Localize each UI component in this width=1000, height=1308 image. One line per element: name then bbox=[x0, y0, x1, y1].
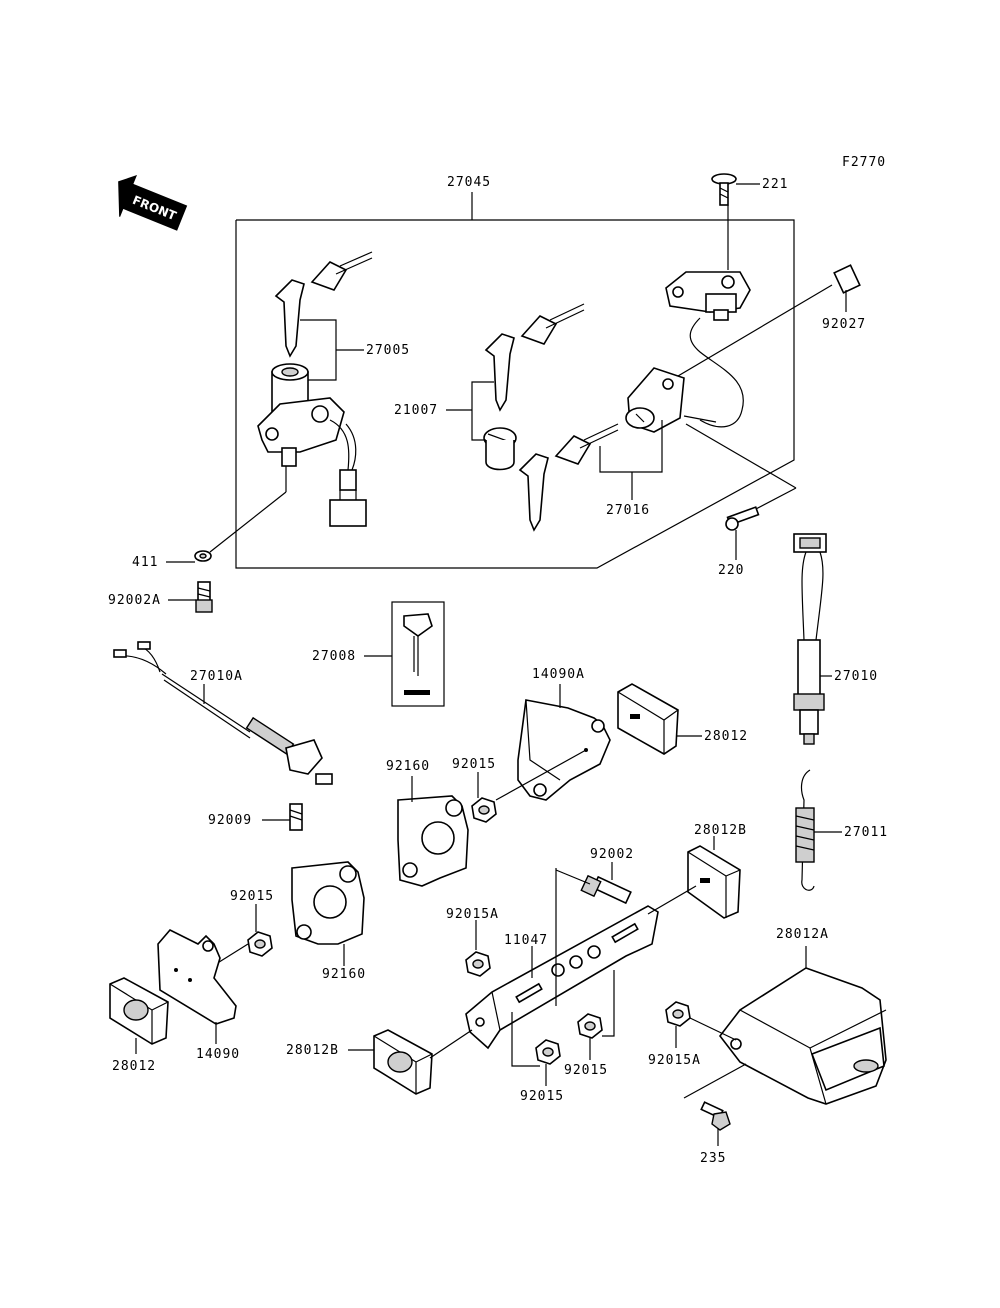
part-220-bolt: 220 bbox=[718, 506, 760, 578]
label-92027: 92027 bbox=[822, 317, 866, 332]
label-92160-upper: 92160 bbox=[386, 759, 430, 774]
part-92160-plate-upper: 92160 bbox=[386, 759, 469, 887]
label-27010A: 27010A bbox=[190, 669, 243, 684]
part-411-washer: 411 bbox=[132, 466, 287, 570]
part-28012B-reflector-lower: 28012B bbox=[286, 1029, 473, 1095]
label-92009: 92009 bbox=[208, 813, 252, 828]
part-235-bolt: 235 bbox=[683, 1063, 747, 1166]
part-92009-screw: 92009 bbox=[208, 803, 303, 831]
label-92002A: 92002A bbox=[108, 593, 161, 608]
part-27016-seat-lock: 27016 bbox=[518, 367, 797, 532]
part-221-screw: 221 bbox=[711, 173, 788, 270]
part-92015A-nut-left: 92015A bbox=[446, 907, 499, 977]
label-28012A: 28012A bbox=[776, 927, 829, 942]
part-92015-nut-upper: 92015 bbox=[452, 757, 497, 823]
part-27010A-switch-cable: 27010A bbox=[113, 641, 333, 785]
label-28012B-upper: 28012B bbox=[694, 823, 747, 838]
seat-lock-bracket bbox=[665, 271, 751, 428]
label-11047: 11047 bbox=[504, 933, 548, 948]
label-411: 411 bbox=[132, 555, 158, 570]
label-220: 220 bbox=[718, 563, 744, 578]
part-27010-switch: 27010 bbox=[793, 533, 878, 745]
part-92002-bolt: 92002 bbox=[555, 847, 634, 905]
part-28012-reflector-top: 28012 bbox=[617, 683, 748, 755]
label-92002: 92002 bbox=[590, 847, 634, 862]
part-92015-nut-bar-lower: 92015 bbox=[511, 1012, 564, 1104]
label-27008: 27008 bbox=[312, 649, 356, 664]
part-14090A-bracket: 14090A bbox=[495, 667, 611, 801]
part-92160-plate-lower: 92160 bbox=[291, 861, 366, 982]
part-92027-collar: 92027 bbox=[633, 264, 866, 403]
part-21007-key-and-cylinder: 21007 bbox=[394, 303, 585, 471]
label-92015-left: 92015 bbox=[230, 889, 274, 904]
part-27011-spring: 27011 bbox=[795, 769, 888, 891]
label-28012-bottom: 28012 bbox=[112, 1059, 156, 1074]
label-92160-lower: 92160 bbox=[322, 967, 366, 982]
label-27011: 27011 bbox=[844, 825, 888, 840]
label-27016: 27016 bbox=[606, 503, 650, 518]
label-21007: 21007 bbox=[394, 403, 438, 418]
label-27045: 27045 bbox=[447, 175, 491, 190]
label-27010: 27010 bbox=[834, 669, 878, 684]
part-92015A-nut-right: 92015A bbox=[648, 1001, 737, 1068]
label-14090A: 14090A bbox=[532, 667, 585, 682]
part-14090-bracket: 14090 bbox=[157, 929, 240, 1062]
label-235: 235 bbox=[700, 1151, 726, 1166]
part-11047-bracket-bar: 11047 bbox=[465, 868, 697, 1050]
part-27008-key-card: 27008 bbox=[312, 601, 445, 707]
part-92015-nut-bar-right: 92015 bbox=[564, 970, 615, 1078]
label-92015A-right: 92015A bbox=[648, 1053, 701, 1068]
label-221: 221 bbox=[762, 177, 788, 192]
kit-frame-27045: 27045 bbox=[235, 175, 795, 569]
label-92015-bar-right: 92015 bbox=[564, 1063, 608, 1078]
label-92015-upper: 92015 bbox=[452, 757, 496, 772]
part-92002A-bolt: 92002A bbox=[108, 581, 213, 613]
label-14090: 14090 bbox=[196, 1047, 240, 1062]
label-27005: 27005 bbox=[366, 343, 410, 358]
part-27005-ignition-switch: 27005 bbox=[257, 251, 410, 527]
part-28012B-reflector-upper: 28012B bbox=[687, 823, 747, 919]
label-28012-top: 28012 bbox=[704, 729, 748, 744]
label-92015A-left: 92015A bbox=[446, 907, 499, 922]
part-28012A-tail-light: 28012A bbox=[718, 927, 887, 1105]
figure-code: F2770 bbox=[842, 155, 886, 170]
part-28012-reflector-bottom: 28012 bbox=[109, 977, 169, 1074]
front-arrow-icon: FRONT bbox=[118, 175, 188, 231]
label-92015-bar-lower: 92015 bbox=[520, 1089, 564, 1104]
label-28012B-lower: 28012B bbox=[286, 1043, 339, 1058]
